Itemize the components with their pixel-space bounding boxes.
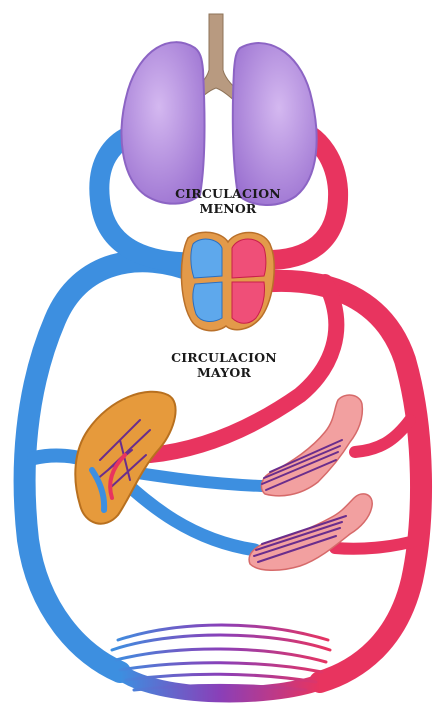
lungs [122, 14, 317, 205]
systemic-label-line2: MAYOR [124, 365, 324, 380]
pulmonary-label-line1: CIRCULACION [128, 186, 328, 201]
heart [181, 232, 274, 330]
lower-organ [249, 494, 372, 570]
systemic-capillary-bed [112, 625, 330, 694]
pulmonary-circulation-label: CIRCULACION MENOR [128, 186, 328, 216]
left-lung-shape [122, 42, 205, 203]
systemic-label-line1: CIRCULACION [124, 350, 324, 365]
right-atrium [191, 239, 222, 278]
left-atrium [232, 239, 266, 278]
artery-to-lower-organ [335, 540, 418, 549]
right-ventricle [193, 282, 222, 321]
artery-to-upper-organ [355, 420, 410, 452]
systemic-circulation-label: CIRCULACION MAYOR [124, 350, 324, 380]
pulmonary-label-line2: MENOR [128, 201, 328, 216]
right-lung-shape [233, 43, 317, 205]
